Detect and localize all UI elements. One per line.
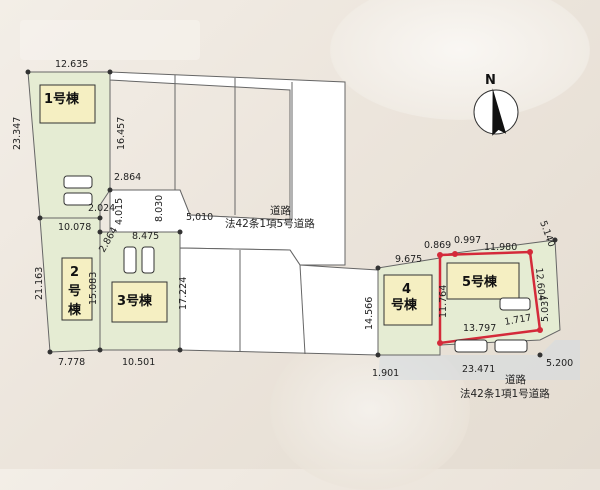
dimension-label: 0.869 [424,240,451,251]
dimension-label: 1.717 [504,312,533,328]
dimension-label: 7.778 [58,357,85,368]
road-bottom-law: 法42条1項1号道路 [460,387,550,400]
north-label: N [485,73,496,88]
building-label-4-text: 号棟 [391,297,418,313]
building-label-1: 1号棟 [44,91,80,107]
road-center-law: 法42条1項5号道路 [225,217,315,230]
dimension-label: 8.475 [132,231,159,242]
dimension-label: 5.200 [546,358,573,369]
boundary-points [25,69,558,358]
dimension-label: 10.501 [122,357,155,368]
building-label-2-to: 棟 [68,302,82,318]
building-label-2-number: 2 [70,265,79,280]
building-label-5: 5号棟 [462,274,498,290]
background-decor [330,0,590,120]
dimension-label: 4.015 [114,198,125,225]
site-plan: 1号棟 2 号 棟 3号棟 4 号棟 5号棟 道路 法42条1項5号道路 5,0… [12,59,580,400]
dimension-label: 0.997 [454,235,481,246]
dimension-label: 1.901 [372,368,399,379]
dimension-label: 5.037 [540,295,551,322]
building-label-4-number: 4 [402,282,411,297]
dimension-label: 17.224 [178,277,189,310]
road-bottom-name: 道路 [505,373,526,386]
house-5 [446,262,520,300]
dimension-label: 13.797 [463,323,496,334]
road-center-name: 道路 [270,204,291,217]
background-decor [20,20,200,60]
dimension-label: 23.471 [462,364,495,375]
house-2 [61,257,93,321]
house-4 [383,274,433,326]
dimension-label: 15.083 [88,272,99,305]
house-3 [111,281,168,323]
north-arrow-icon: N [473,73,519,136]
dimension-label: 21.163 [34,267,45,300]
dimension-label: 11.980 [484,242,517,253]
dimension-label: 8.030 [154,195,165,222]
dimension-label: 2.864 [114,172,141,183]
building-label-3: 3号棟 [117,293,153,309]
dimension-label: 16.457 [116,117,127,150]
dimension-label: 2.024 [88,203,115,214]
road-center-width: 5,010 [186,212,213,223]
dimension-label: 12.604 [533,267,547,301]
dimension-label: 23.347 [12,117,23,150]
car-icon [63,175,531,353]
dimension-label: 12.635 [55,59,88,70]
dimension-label: 11.764 [438,285,449,318]
road-area-bottom [378,340,580,380]
plot-white [179,247,379,356]
dimension-label: 10.078 [58,222,91,233]
dimension-label: 14.566 [364,297,375,330]
building-label-2-go: 号 [68,284,81,299]
dimension-label: 9.675 [395,254,422,265]
house-1 [39,84,96,124]
